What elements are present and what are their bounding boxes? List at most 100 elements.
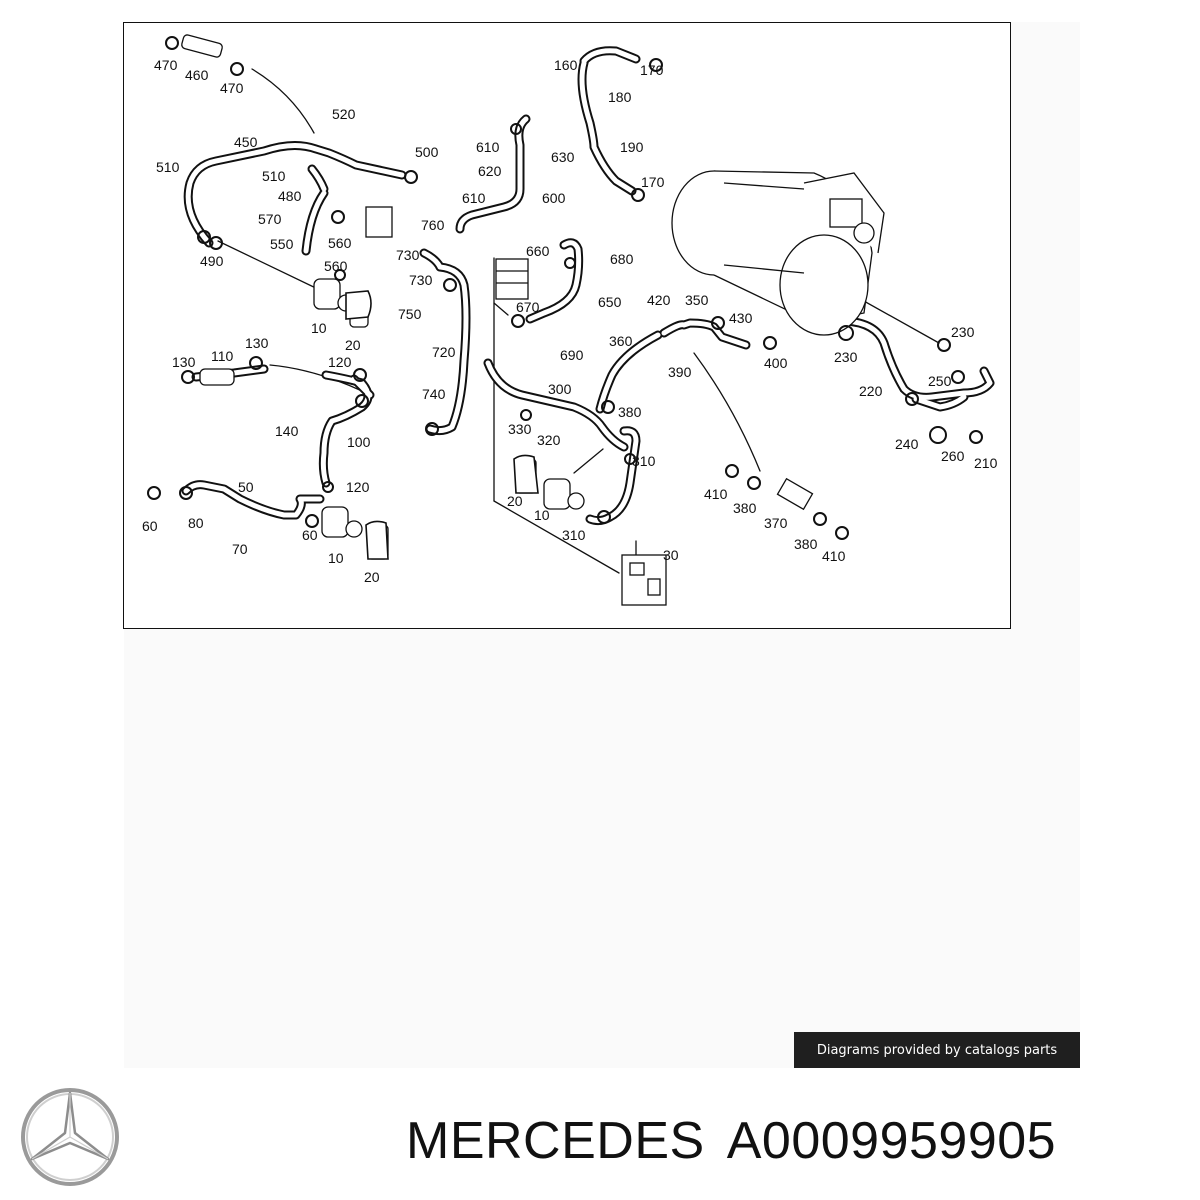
- callout-450: 450: [234, 134, 258, 150]
- callout-510: 510: [156, 159, 180, 175]
- parts-diagram: 470 460 470 520 450 500 510 510 480 570 550 560 560 4…: [123, 22, 1011, 629]
- callout-650: 650: [598, 294, 622, 310]
- electric-motor-unit: [671, 170, 885, 336]
- connector-110: [199, 368, 235, 386]
- callout-500: 500: [415, 144, 439, 160]
- callout-510: 510: [262, 168, 286, 184]
- callout-600: 600: [542, 190, 566, 206]
- mercedes-star-icon: [21, 1088, 119, 1186]
- callout-520: 520: [332, 106, 356, 122]
- callout-130: 130: [172, 354, 196, 370]
- callout-100: 100: [347, 434, 371, 450]
- callout-730: 730: [396, 247, 420, 263]
- callout-260: 260: [941, 448, 965, 464]
- callout-20: 20: [345, 337, 361, 353]
- callout-330: 330: [508, 421, 532, 437]
- callout-490: 490: [200, 253, 224, 269]
- callout-730: 730: [409, 272, 433, 288]
- callout-720: 720: [432, 344, 456, 360]
- callout-60: 60: [302, 527, 318, 543]
- callout-300: 300: [548, 381, 572, 397]
- callout-60: 60: [142, 518, 158, 534]
- callout-570: 570: [258, 211, 282, 227]
- callout-70: 70: [232, 541, 248, 557]
- valve-760: [365, 206, 393, 238]
- connector-370: [776, 477, 814, 511]
- callout-250: 250: [928, 373, 952, 389]
- leader-line: [493, 302, 509, 316]
- callout-20: 20: [507, 493, 523, 509]
- callout-230: 230: [951, 324, 975, 340]
- callout-220: 220: [859, 383, 883, 399]
- part-number: A0009959905: [726, 1112, 1057, 1170]
- callout-190: 190: [620, 139, 644, 155]
- callout-numbers: 470 460 470 520 450 500 510 510 480 570 550 560 560 4…: [142, 57, 998, 585]
- callout-320: 320: [537, 432, 561, 448]
- callout-240: 240: [895, 436, 919, 452]
- pointer-arrow: [693, 352, 761, 472]
- brand-name: MERCEDES: [406, 1112, 705, 1170]
- callout-180: 180: [608, 89, 632, 105]
- callout-560: 560: [328, 235, 352, 251]
- mount-bracket-20: [345, 290, 539, 560]
- callout-30: 30: [663, 547, 679, 563]
- callout-210: 210: [974, 455, 998, 471]
- callout-680: 680: [610, 251, 634, 267]
- heat-exchanger-670: [495, 258, 529, 300]
- callout-20: 20: [364, 569, 380, 585]
- callout-10: 10: [328, 550, 344, 566]
- callout-610: 610: [476, 139, 500, 155]
- leader-line: [217, 240, 323, 292]
- pointer-arrow: [269, 364, 363, 392]
- callout-160: 160: [554, 57, 578, 73]
- callout-400: 400: [764, 355, 788, 371]
- callout-10: 10: [534, 507, 550, 523]
- callout-740: 740: [422, 386, 446, 402]
- pointer-arrow: [251, 68, 315, 134]
- callout-370: 370: [764, 515, 788, 531]
- callout-630: 630: [551, 149, 575, 165]
- callout-430: 430: [729, 310, 753, 326]
- callout-380: 380: [618, 404, 642, 420]
- callout-10: 10: [311, 320, 327, 336]
- callout-750: 750: [398, 306, 422, 322]
- leader-line: [573, 448, 604, 474]
- callout-610: 610: [462, 190, 486, 206]
- leader-line: [493, 500, 620, 574]
- callout-130: 130: [245, 335, 269, 351]
- callout-110: 110: [211, 348, 234, 364]
- callout-470: 470: [220, 80, 244, 96]
- callout-670: 670: [516, 299, 540, 315]
- callout-620: 620: [478, 163, 502, 179]
- clamps: [147, 36, 983, 540]
- callout-50: 50: [238, 479, 254, 495]
- callout-460: 460: [185, 67, 209, 83]
- callout-80: 80: [188, 515, 204, 531]
- callout-660: 660: [526, 243, 550, 259]
- callout-390: 390: [668, 364, 692, 380]
- callout-410: 410: [704, 486, 728, 502]
- callout-550: 550: [270, 236, 294, 252]
- callout-310: 310: [562, 527, 586, 543]
- callout-380: 380: [794, 536, 818, 552]
- callout-310: 310: [632, 453, 656, 469]
- callout-690: 690: [560, 347, 584, 363]
- callout-470: 470: [154, 57, 178, 73]
- callout-350: 350: [685, 292, 709, 308]
- connector-460: [181, 34, 223, 58]
- control-unit-30: [621, 554, 667, 606]
- coolant-system-drawing: 470 460 470 520 450 500 510 510 480 570 550 560 560 4…: [142, 34, 998, 606]
- callout-120: 120: [346, 479, 370, 495]
- callout-120: 120: [328, 354, 352, 370]
- diagram-credit-label: Diagrams provided by catalogs parts: [794, 1032, 1080, 1068]
- callout-170: 170: [640, 62, 664, 78]
- callout-170: 170: [641, 174, 665, 190]
- callout-230: 230: [834, 349, 858, 365]
- callout-410: 410: [822, 548, 846, 564]
- callout-480: 480: [278, 188, 302, 204]
- callout-360: 360: [609, 333, 633, 349]
- callout-380: 380: [733, 500, 757, 516]
- callout-760: 760: [421, 217, 445, 233]
- part-title: MERCEDES A0009959905: [406, 1106, 1056, 1176]
- callout-560: 560: [324, 258, 348, 274]
